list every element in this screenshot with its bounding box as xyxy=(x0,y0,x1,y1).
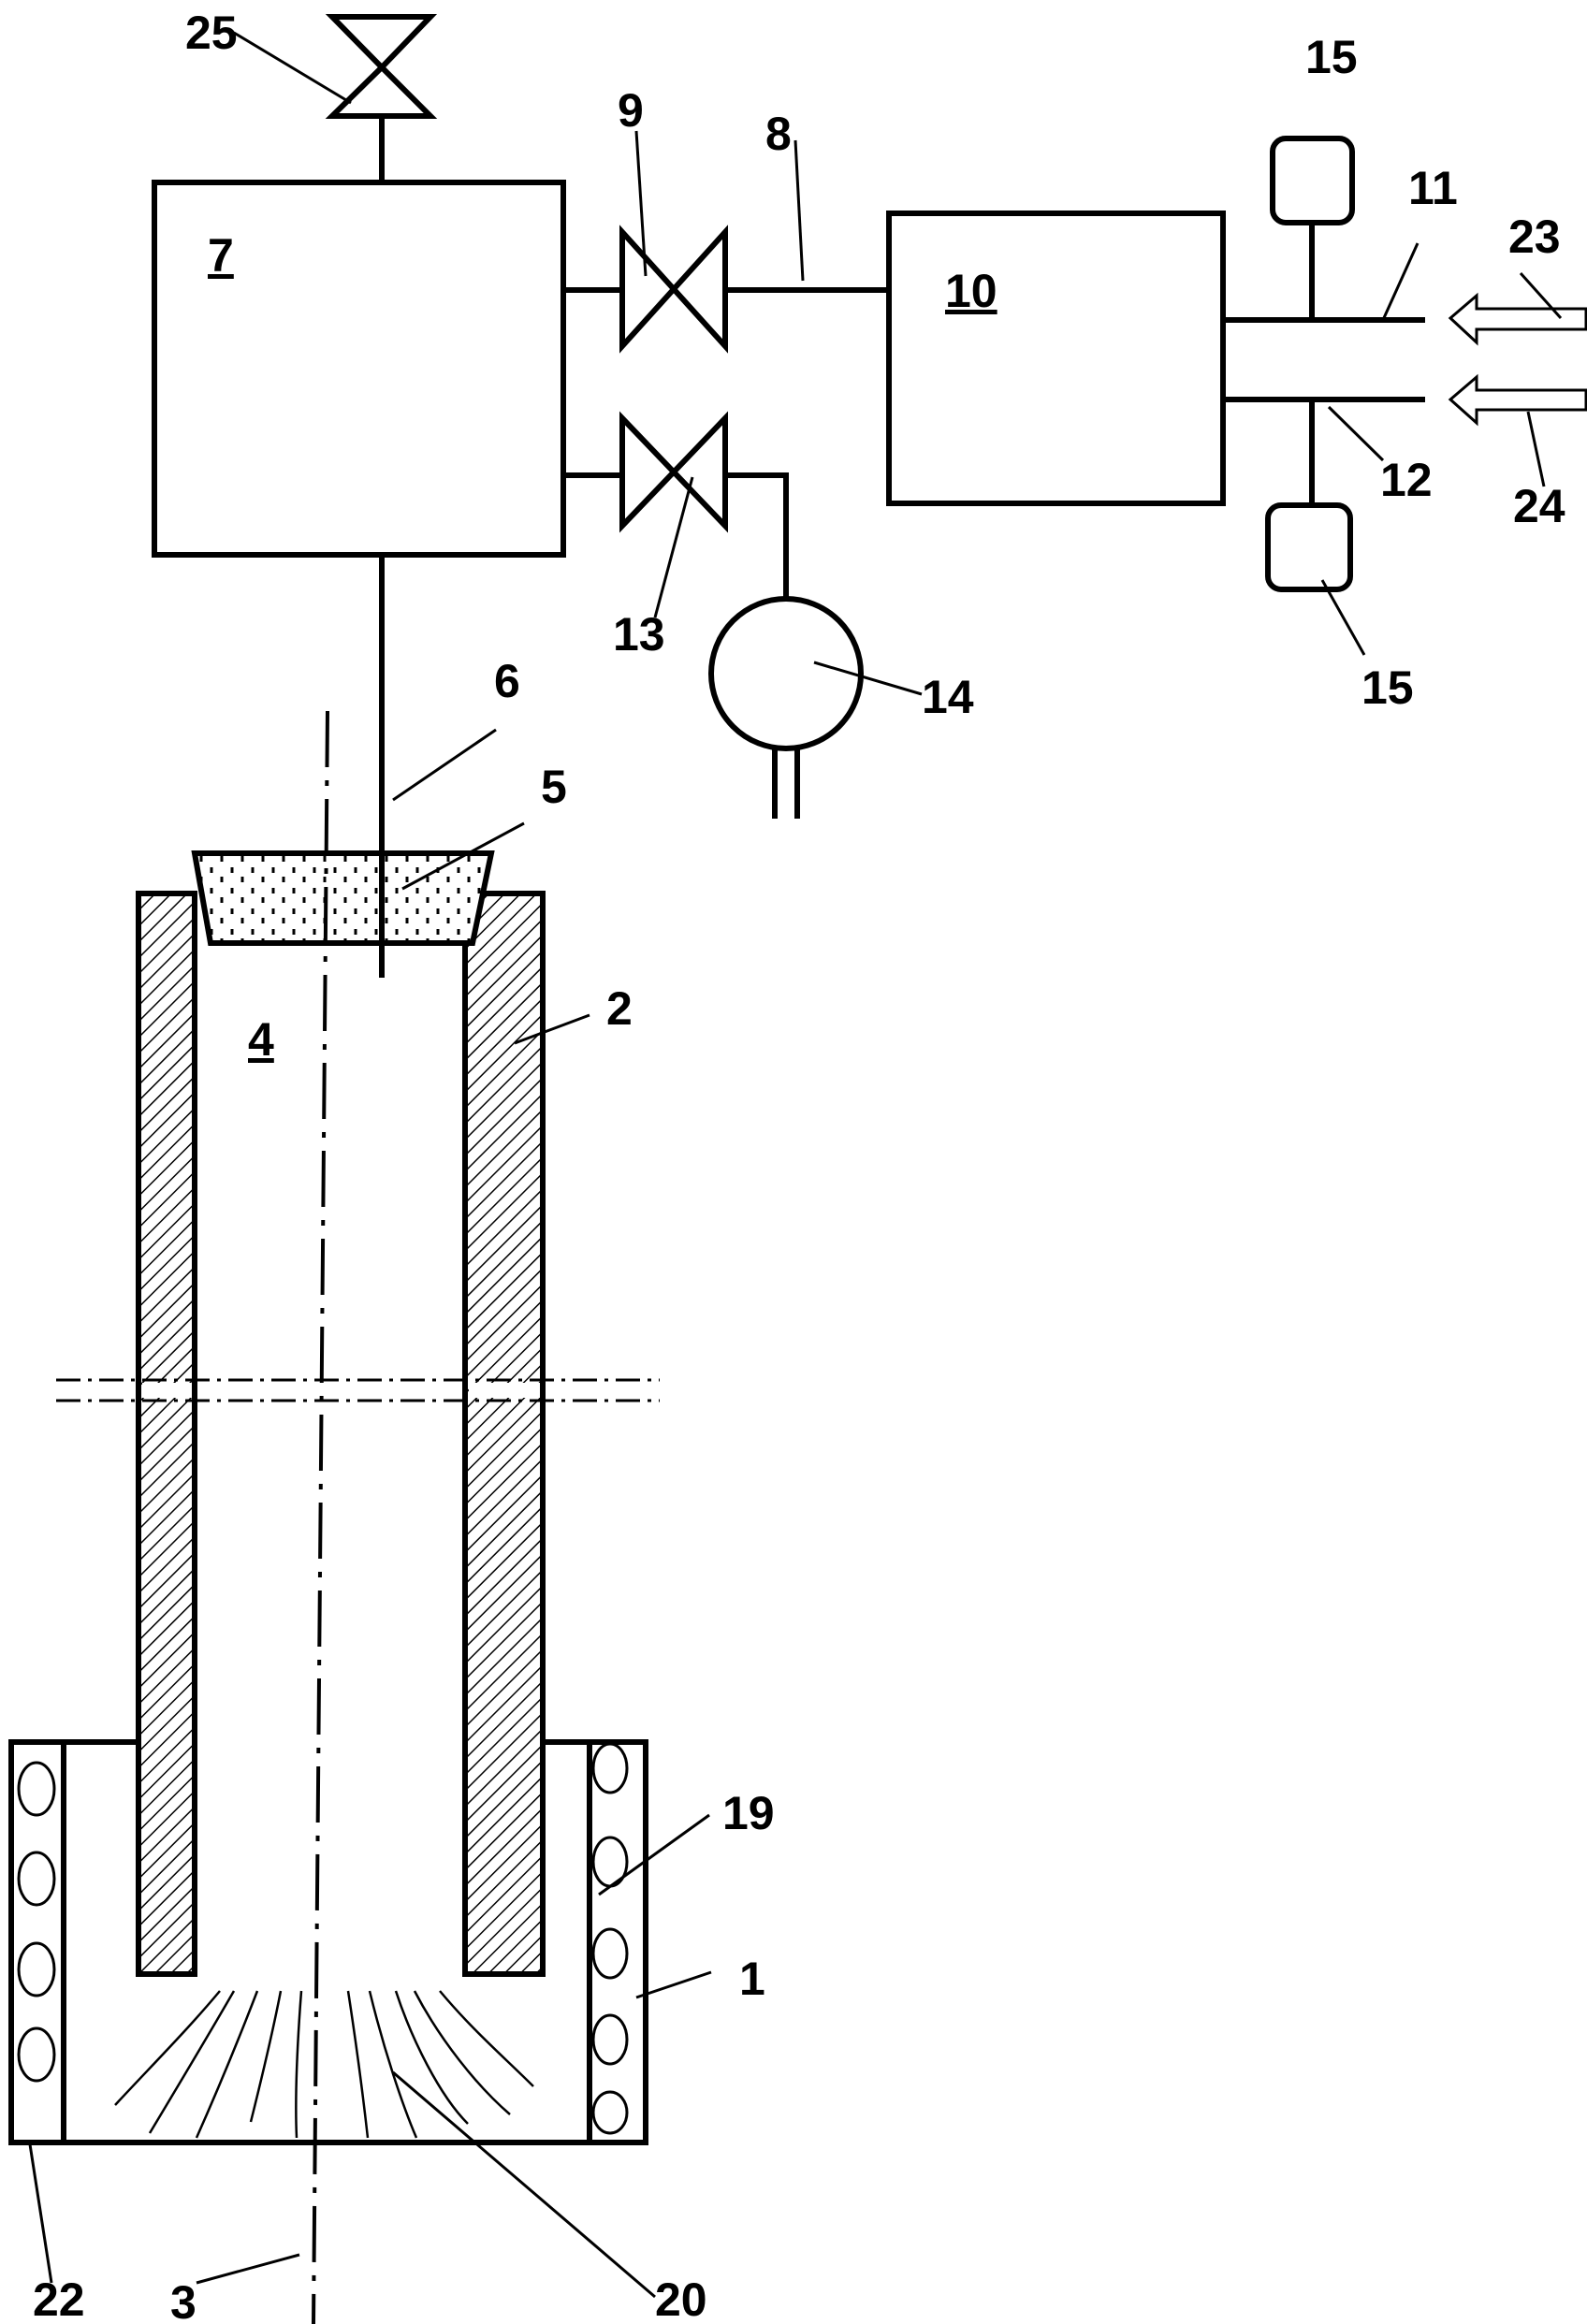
label-14: 14 xyxy=(922,671,974,723)
label-20: 20 xyxy=(655,2273,707,2324)
stopper-5 xyxy=(195,853,491,943)
label-6: 6 xyxy=(494,655,520,707)
label-24: 24 xyxy=(1513,480,1565,532)
tube-wall-left xyxy=(138,893,195,1974)
coil-22-right xyxy=(590,1742,627,2142)
gauge-15-bottom xyxy=(1268,399,1350,589)
label-1: 1 xyxy=(739,1953,765,2005)
crucible-1 xyxy=(11,1742,646,2142)
label-11: 11 xyxy=(1408,162,1458,214)
label-7: 7 xyxy=(208,229,234,282)
flow-lines-20 xyxy=(115,1991,533,2138)
axis-3 xyxy=(313,711,328,2324)
label-2: 2 xyxy=(606,982,633,1035)
coil-22-left xyxy=(19,1742,64,2142)
arrow-23 xyxy=(1450,296,1586,342)
label-19: 19 xyxy=(722,1787,775,1839)
label-13: 13 xyxy=(613,608,665,661)
label-4: 4 xyxy=(248,1013,274,1066)
label-10: 10 xyxy=(945,265,997,317)
arrow-24 xyxy=(1450,377,1586,423)
label-23: 23 xyxy=(1508,211,1561,263)
tube-wall-right xyxy=(465,893,543,1974)
label-3: 3 xyxy=(170,2276,197,2324)
label-8: 8 xyxy=(765,108,792,160)
label-15-bottom: 15 xyxy=(1361,661,1414,714)
valve-13 xyxy=(563,418,786,599)
gauge-15-top xyxy=(1273,138,1352,320)
label-5: 5 xyxy=(541,761,567,813)
label-9: 9 xyxy=(618,84,644,137)
mixer-10 xyxy=(889,213,1223,503)
label-12: 12 xyxy=(1380,454,1433,506)
label-22: 22 xyxy=(33,2273,85,2324)
label-25: 25 xyxy=(185,7,238,59)
pump-14 xyxy=(711,599,861,819)
label-15-top: 15 xyxy=(1305,31,1358,83)
